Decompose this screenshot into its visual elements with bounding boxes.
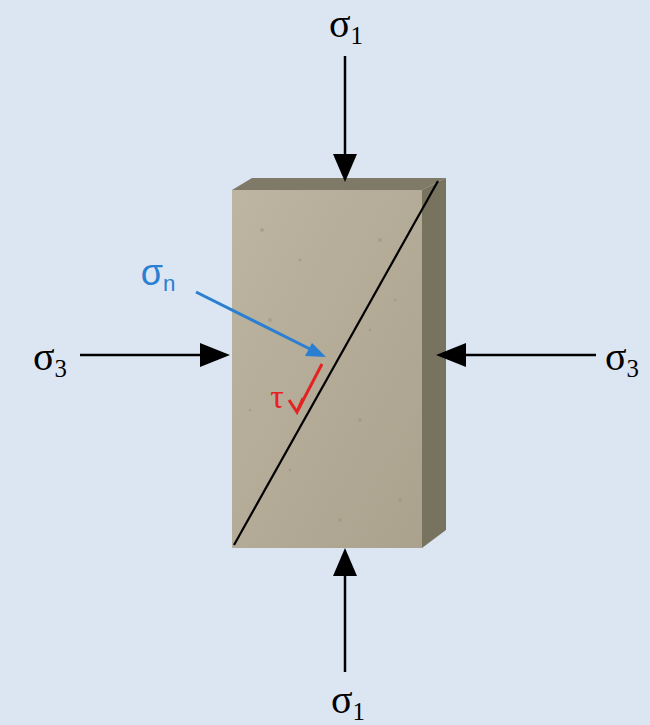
arrow-head <box>289 398 303 412</box>
stress-label-box: σn <box>141 255 176 291</box>
block-top <box>232 178 446 190</box>
stress-label-box: τ <box>270 380 284 414</box>
stress-label: σ3 <box>33 334 67 379</box>
subscript: 3 <box>627 355 639 382</box>
block-side <box>422 178 446 548</box>
stress-label: σ1 <box>331 677 365 722</box>
subscript: 1 <box>351 22 363 49</box>
subscript: 3 <box>55 355 67 382</box>
stress-label: σn <box>141 252 176 293</box>
stress-label-box: σ1 <box>331 680 365 720</box>
stress-label: τ <box>270 378 284 415</box>
arrow-head <box>333 154 357 182</box>
arrow-head <box>436 343 466 367</box>
stress-label: σ1 <box>329 1 363 46</box>
stress-arrow <box>344 56 347 158</box>
stress-label-box: σ3 <box>33 337 67 377</box>
failure-plane <box>234 181 438 545</box>
arrow-head <box>200 343 230 367</box>
arrow-head <box>305 343 326 357</box>
stress-label-box: σ3 <box>605 337 639 377</box>
subscript: n <box>163 271 175 296</box>
arrow-head <box>333 548 357 576</box>
stress-arrow <box>80 354 204 357</box>
stress-arrow <box>462 354 596 357</box>
block-front <box>232 190 422 548</box>
stress-label-box: σ1 <box>329 4 363 44</box>
normal-stress-arrow <box>196 292 312 350</box>
stress-arrow <box>344 572 347 672</box>
subscript: 1 <box>353 698 365 725</box>
stress-label: σ3 <box>605 334 639 379</box>
